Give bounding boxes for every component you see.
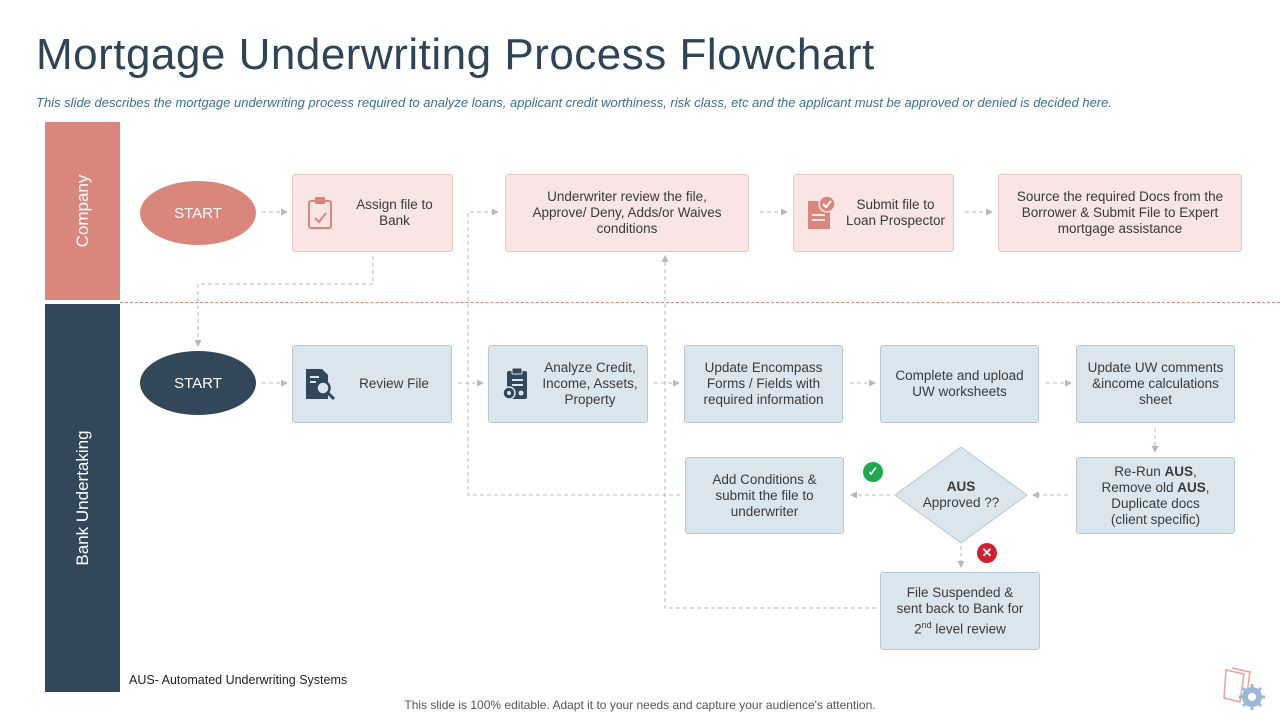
page-title: Mortgage Underwriting Process Flowchart: [36, 30, 875, 79]
page-subtitle: This slide describes the mortgage underw…: [36, 95, 1112, 110]
source-docs-text: Source the required Docs from the Borrow…: [1016, 189, 1224, 236]
lane-company: Company: [45, 122, 120, 300]
arrow-suspended-to-underwriter: [661, 255, 876, 609]
document-search-icon: [303, 365, 337, 403]
submit-file-box: Submit file to Loan Prospector: [793, 174, 954, 252]
start-bank: START: [140, 351, 256, 415]
cross-icon: ✕: [977, 543, 997, 563]
suspended-line3-b: level review: [931, 621, 1006, 637]
arrow-conditions-to-underwriter: [467, 208, 680, 496]
start-company: START: [140, 181, 256, 245]
aus-label: AUS: [946, 479, 976, 494]
suspended-line3-sup: nd: [921, 619, 932, 630]
clipboard-check-icon: [303, 194, 337, 232]
analyze-box: Analyze Credit, Income, Assets, Property: [488, 345, 648, 423]
analyze-text: Analyze Credit, Income, Assets, Property: [542, 360, 638, 407]
rerun-line4: (client specific): [1110, 511, 1201, 527]
submit-file-text: Submit file to Loan Prospector: [845, 197, 946, 228]
rerun-line1-aus: AUS: [1164, 463, 1193, 479]
aus-decision-diamond: AUS Approved ??: [894, 446, 1028, 544]
add-conditions-text: Add Conditions & submit the file to unde…: [712, 471, 817, 519]
assign-file-text: Assign file to Bank: [356, 197, 433, 228]
slide-footer: This slide is 100% editable. Adapt it to…: [404, 698, 876, 712]
document-check-icon: [804, 194, 838, 232]
underwriter-review-text: Underwriter review the file, Approve/ De…: [532, 189, 722, 236]
update-encompass-box: Update Encompass Forms / Fields with req…: [684, 345, 843, 423]
suspended-line2: sent back to Bank for: [896, 600, 1024, 616]
file-suspended-box: File Suspended & sent back to Bank for 2…: [880, 572, 1040, 650]
rerun-line2-a: Remove old: [1101, 479, 1178, 495]
complete-upload-box: Complete and upload UW worksheets: [880, 345, 1039, 423]
underwriter-review-box: Underwriter review the file, Approve/ De…: [505, 174, 749, 252]
arrow-assign-to-bank-start: [194, 256, 374, 347]
rerun-line3: Duplicate docs: [1111, 495, 1200, 511]
rerun-aus-box: Re-Run AUS, Remove old AUS, Duplicate do…: [1076, 457, 1235, 534]
lane-divider: [120, 302, 1280, 303]
source-docs-box: Source the required Docs from the Borrow…: [998, 174, 1242, 252]
checkmark-icon: ✓: [863, 462, 883, 482]
update-uw-box: Update UW comments &income calculations …: [1076, 345, 1235, 423]
review-file-box: Review File: [292, 345, 452, 423]
aus-question: Approved ??: [922, 495, 1000, 510]
file-suspended-text: File Suspended & sent back to Bank for 2…: [897, 585, 1024, 638]
update-uw-text: Update UW comments &income calculations …: [1087, 360, 1224, 407]
lane-bank: Bank Undertaking: [45, 304, 120, 692]
gear-logo-icon: [1220, 664, 1270, 714]
rerun-line2-c: ,: [1205, 479, 1210, 495]
review-file-text: Review File: [359, 376, 429, 391]
update-encompass-text: Update Encompass Forms / Fields with req…: [703, 360, 824, 407]
suspended-line1: File Suspended &: [906, 584, 1014, 600]
complete-upload-text: Complete and upload UW worksheets: [895, 368, 1024, 399]
aus-footnote: AUS- Automated Underwriting Systems: [129, 673, 348, 687]
rerun-line2-aus: AUS: [1177, 479, 1206, 495]
rerun-line1-c: ,: [1193, 463, 1197, 479]
assign-file-box: Assign file to Bank: [292, 174, 453, 252]
clipboard-gear-icon: [499, 365, 533, 403]
suspended-line3-a: 2: [914, 621, 922, 637]
rerun-line1-a: Re-Run: [1114, 463, 1165, 479]
rerun-aus-text: Re-Run AUS, Remove old AUS, Duplicate do…: [1101, 464, 1209, 528]
add-conditions-box: Add Conditions & submit the file to unde…: [685, 457, 844, 534]
